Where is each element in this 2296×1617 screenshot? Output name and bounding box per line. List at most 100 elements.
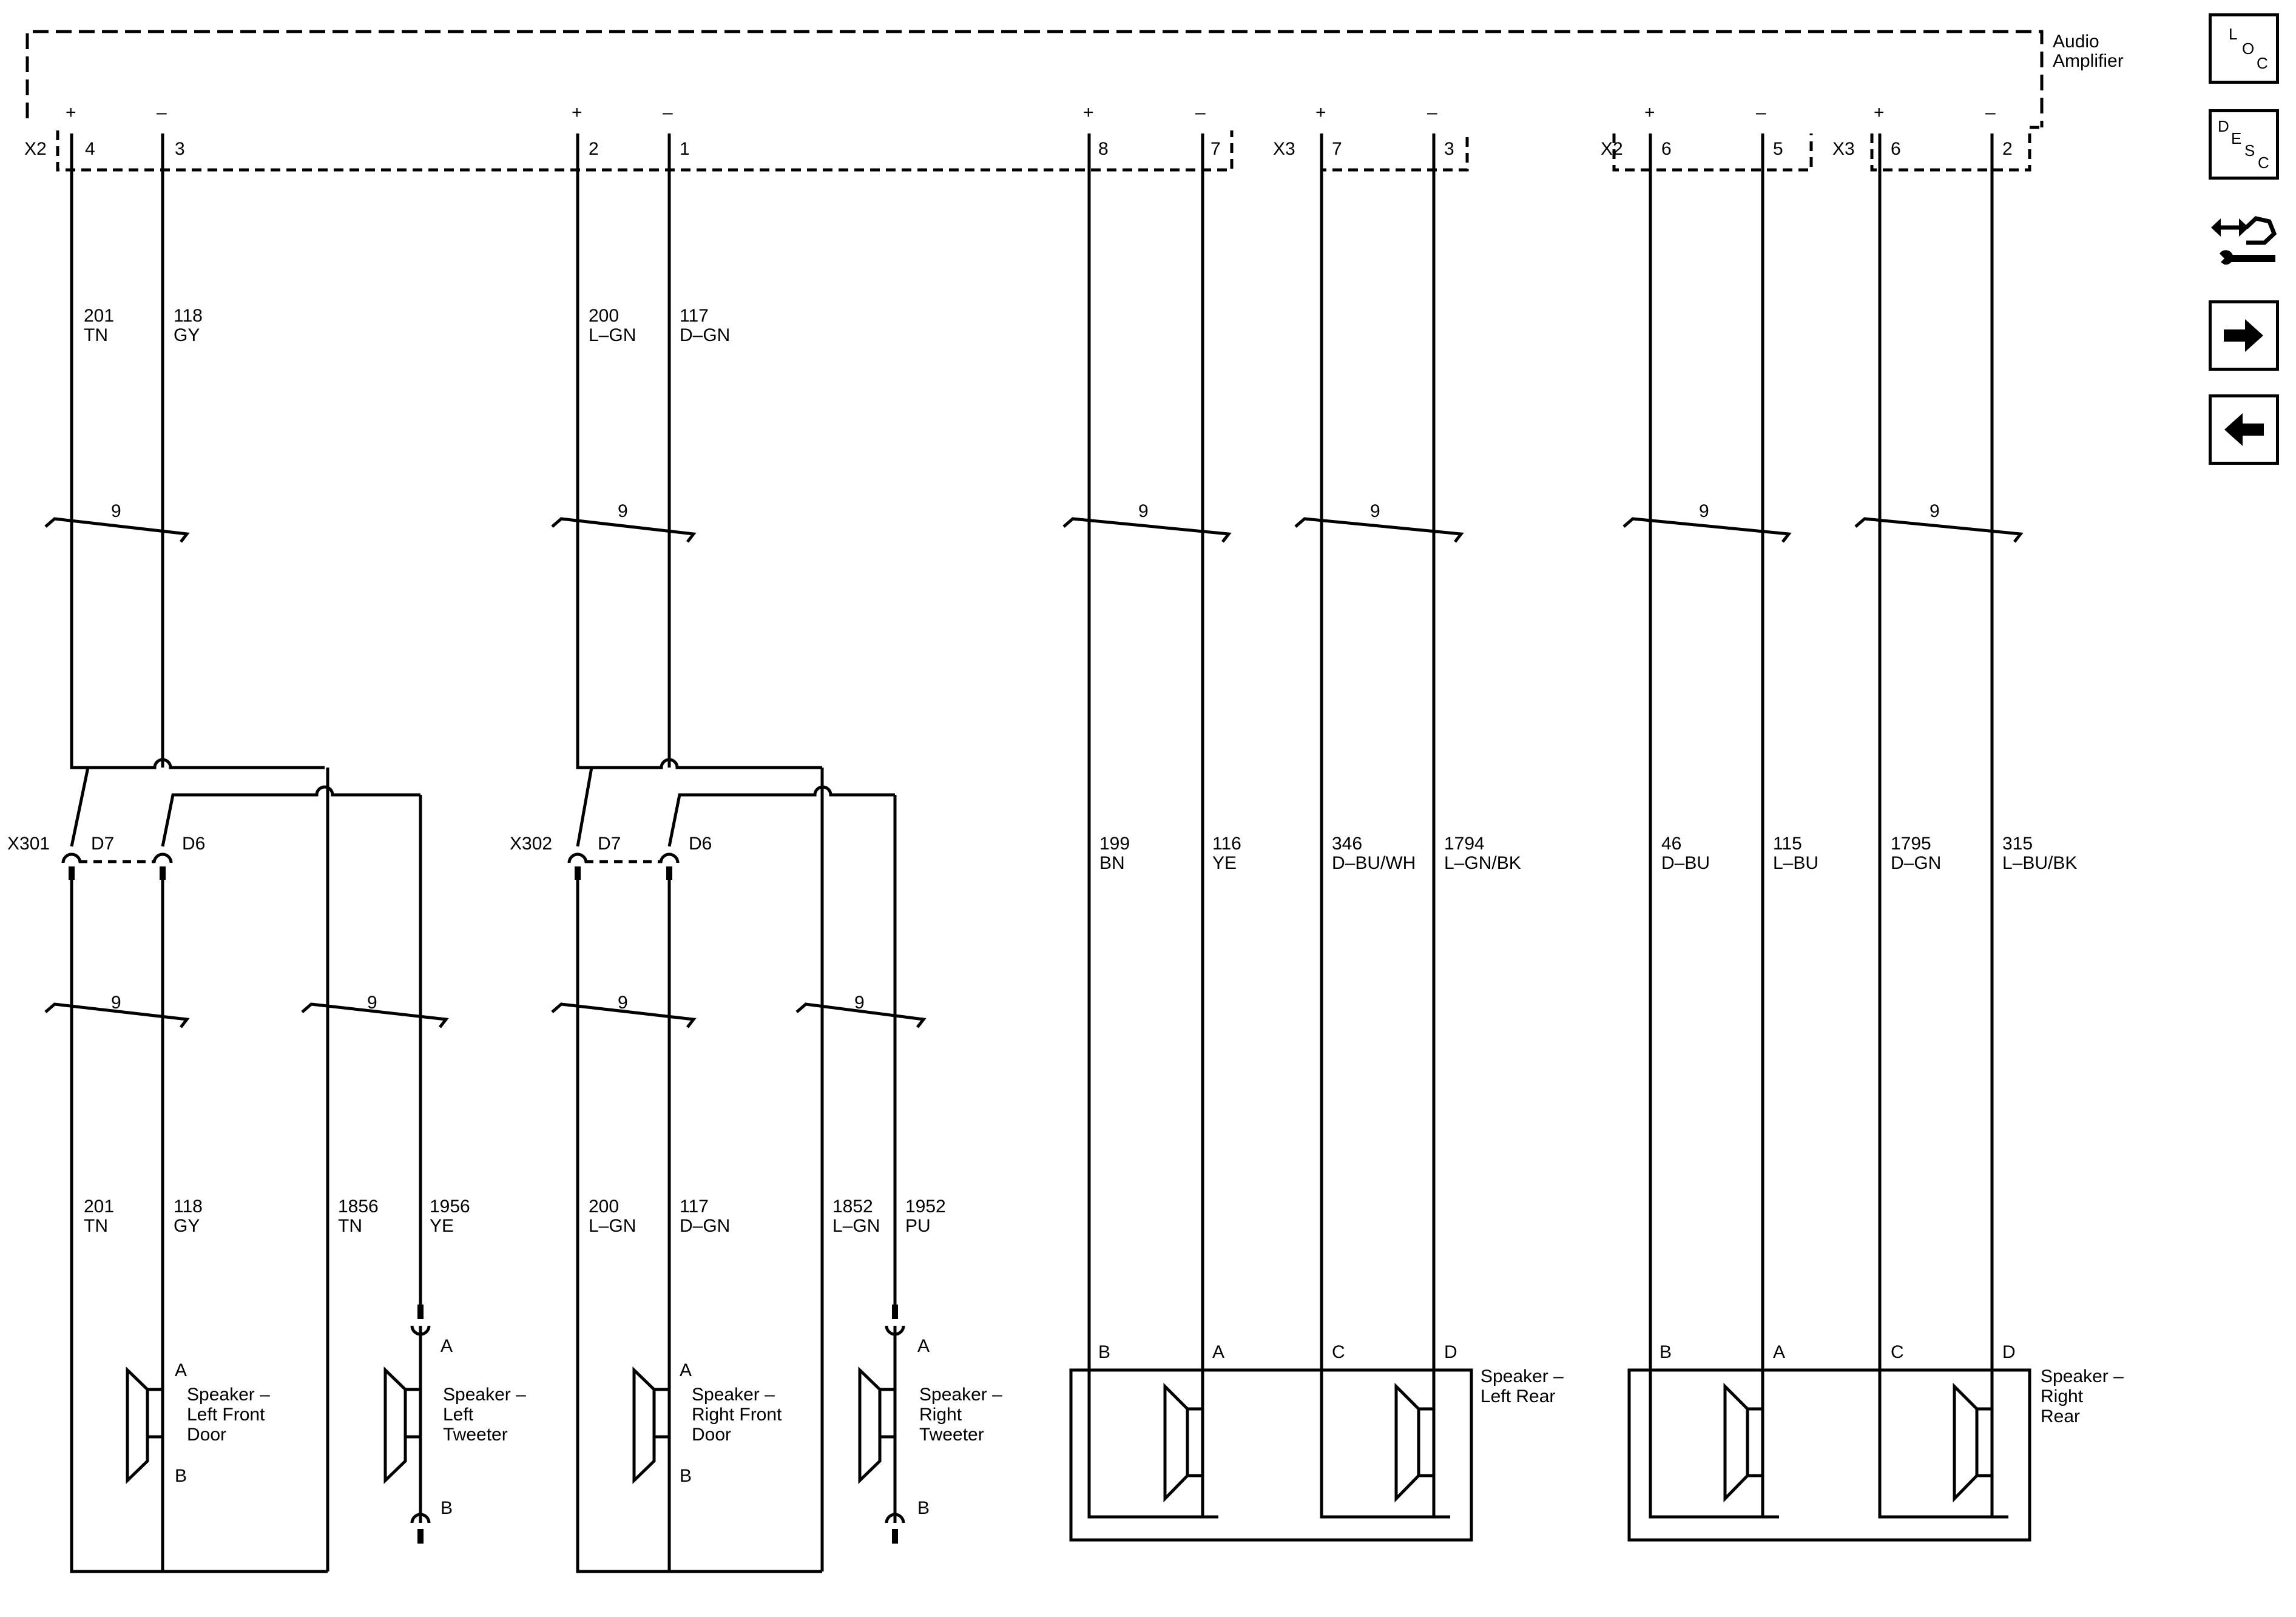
- arrow-right-icon: [2224, 319, 2263, 352]
- speaker-right-rear-label: Speaker – Right Rear: [2041, 1366, 2124, 1426]
- pin-x3-6: 6: [1891, 139, 1901, 159]
- speaker-left-tweeter-label: Speaker – Left Tweeter: [443, 1385, 526, 1445]
- speaker-right-tweeter-symbol: [858, 1366, 897, 1484]
- diagram-label: 118: [174, 306, 203, 326]
- back-button[interactable]: [2209, 394, 2279, 465]
- diagram-label: D–BU/WH: [1332, 853, 1416, 873]
- connector-x3-label: X3: [1273, 139, 1295, 159]
- amplifier-outline: [25, 30, 2044, 127]
- pin-x3-7: 7: [1332, 139, 1342, 159]
- diagram-label: Speaker –: [443, 1385, 526, 1405]
- diagram-label: L–GN: [589, 325, 636, 345]
- diagram-label: 46: [1661, 834, 1681, 854]
- diagram-label: TN: [84, 325, 108, 345]
- diagram-label: –: [663, 103, 673, 123]
- speaker-left-rear-label: Speaker – Left Rear: [1481, 1366, 1564, 1406]
- diagram-label: B: [1660, 1342, 1672, 1362]
- diagram-label: BN: [1099, 853, 1125, 873]
- diagram-label: TN: [84, 1216, 108, 1236]
- diagram-label: –: [1985, 103, 1996, 123]
- diagram-label: B: [917, 1498, 930, 1518]
- wire-199: [1087, 133, 1218, 1519]
- terminal-letters: A B A B A B A B B A C D B A C D: [175, 1336, 2016, 1518]
- connector-x2-right: [1612, 133, 1813, 172]
- diagram-label: 9: [367, 993, 377, 1013]
- diagram-label: C: [1891, 1342, 1904, 1362]
- connector-x301-label: X301: [7, 834, 50, 854]
- diagram-label: L–BU: [1773, 853, 1818, 873]
- amplifier-label-2: Amplifier: [2053, 51, 2124, 71]
- wire-46: [1649, 133, 1779, 1519]
- diagram-label: +: [1083, 103, 1094, 123]
- splice-breaks: [44, 517, 2024, 1028]
- diagram-label: 9: [1370, 501, 1380, 521]
- diagram-label: 346: [1332, 834, 1362, 854]
- connector-x2-label: X2: [24, 139, 47, 159]
- speaker-left-tweeter-symbol: [383, 1366, 422, 1484]
- diagram-label: –: [157, 103, 167, 123]
- diagram-label: 9: [1138, 501, 1149, 521]
- desc-button[interactable]: D E S C: [2209, 109, 2279, 180]
- diagram-label: A: [917, 1336, 930, 1356]
- diagram-label: L–GN: [832, 1216, 880, 1236]
- pin-x3-3: 3: [1444, 139, 1454, 159]
- diagram-label: D: [2002, 1342, 2016, 1362]
- diagram-label: PU: [905, 1216, 931, 1236]
- wire-201-lower: [70, 877, 328, 1573]
- diagram-label: Tweeter: [443, 1425, 508, 1445]
- wire-1795: [1878, 133, 2008, 1519]
- diagram-label: Door: [187, 1425, 226, 1445]
- diagram-label: A: [680, 1360, 692, 1380]
- pin-1: 1: [680, 139, 690, 159]
- diagram-label: +: [1315, 103, 1326, 123]
- diagnostic-icon[interactable]: [2209, 200, 2279, 273]
- diagram-label: 9: [1930, 501, 1940, 521]
- speaker-left-rear-box: [1069, 1368, 1473, 1542]
- diagram-label: Left Rear: [1481, 1386, 1555, 1406]
- diagram-label: 200: [589, 1197, 619, 1217]
- diagram-label: 9: [111, 993, 121, 1013]
- diagram-label: B: [1098, 1342, 1110, 1362]
- speaker-right-front-door-label: Speaker – Right Front Door: [692, 1385, 782, 1445]
- diagram-label: Right Front: [692, 1405, 782, 1425]
- diagram-label: C: [1332, 1342, 1345, 1362]
- lower-wire-labels: 201 TN 118 GY 1856 TN 1956 YE 200 L–GN 1…: [84, 1197, 946, 1236]
- pin-x3-2: 2: [2002, 139, 2013, 159]
- pin-d7-left: D7: [91, 834, 114, 854]
- pin-x2-6: 6: [1661, 139, 1672, 159]
- rear-wire-labels: 199 BN 116 YE 346 D–BU/WH 1794 L–GN/BK 4…: [1099, 834, 2077, 873]
- pin-7: 7: [1210, 139, 1221, 159]
- wire-201-splice: [70, 758, 325, 847]
- diagram-label: Right: [2041, 1386, 2084, 1406]
- wire-346: [1320, 133, 1450, 1519]
- upper-wire-labels: 201 TN 118 GY 200 L–GN 117 D–GN: [84, 306, 730, 345]
- diagram-label: 9: [618, 501, 628, 521]
- wire-200-splice: [576, 758, 822, 847]
- speaker-left-front-door-label: Speaker – Left Front Door: [187, 1385, 270, 1445]
- pin-x2-5: 5: [1773, 139, 1783, 159]
- diagram-label: GY: [174, 1216, 200, 1236]
- polarity-markers: + – + – + – + – + – + –: [66, 103, 1996, 123]
- pin-2: 2: [589, 139, 599, 159]
- diagram-label: –: [1195, 103, 1206, 123]
- diagram-label: Speaker –: [1481, 1366, 1564, 1386]
- next-button[interactable]: [2209, 300, 2279, 371]
- amplifier-label: Audio: [2053, 32, 2099, 52]
- pin-d6-right: D6: [689, 834, 712, 854]
- loc-button[interactable]: L O C: [2209, 13, 2279, 84]
- diagram-label: 1956: [430, 1197, 470, 1217]
- diagram-label: GY: [174, 325, 200, 345]
- diagram-label: A: [1773, 1342, 1785, 1362]
- diagram-label: B: [441, 1498, 453, 1518]
- arrow-left-icon: [2224, 413, 2264, 446]
- diagram-label: 9: [1699, 501, 1709, 521]
- diagram-label: +: [572, 103, 582, 123]
- diagram-label: 1852: [832, 1197, 873, 1217]
- diagram-label: +: [1644, 103, 1655, 123]
- wire-118-splice: [161, 785, 420, 847]
- diagram-label: D–GN: [1891, 853, 1941, 873]
- diagram-label: Speaker –: [919, 1385, 1002, 1405]
- diagram-label: YE: [430, 1216, 454, 1236]
- diagram-label: 201: [84, 306, 114, 326]
